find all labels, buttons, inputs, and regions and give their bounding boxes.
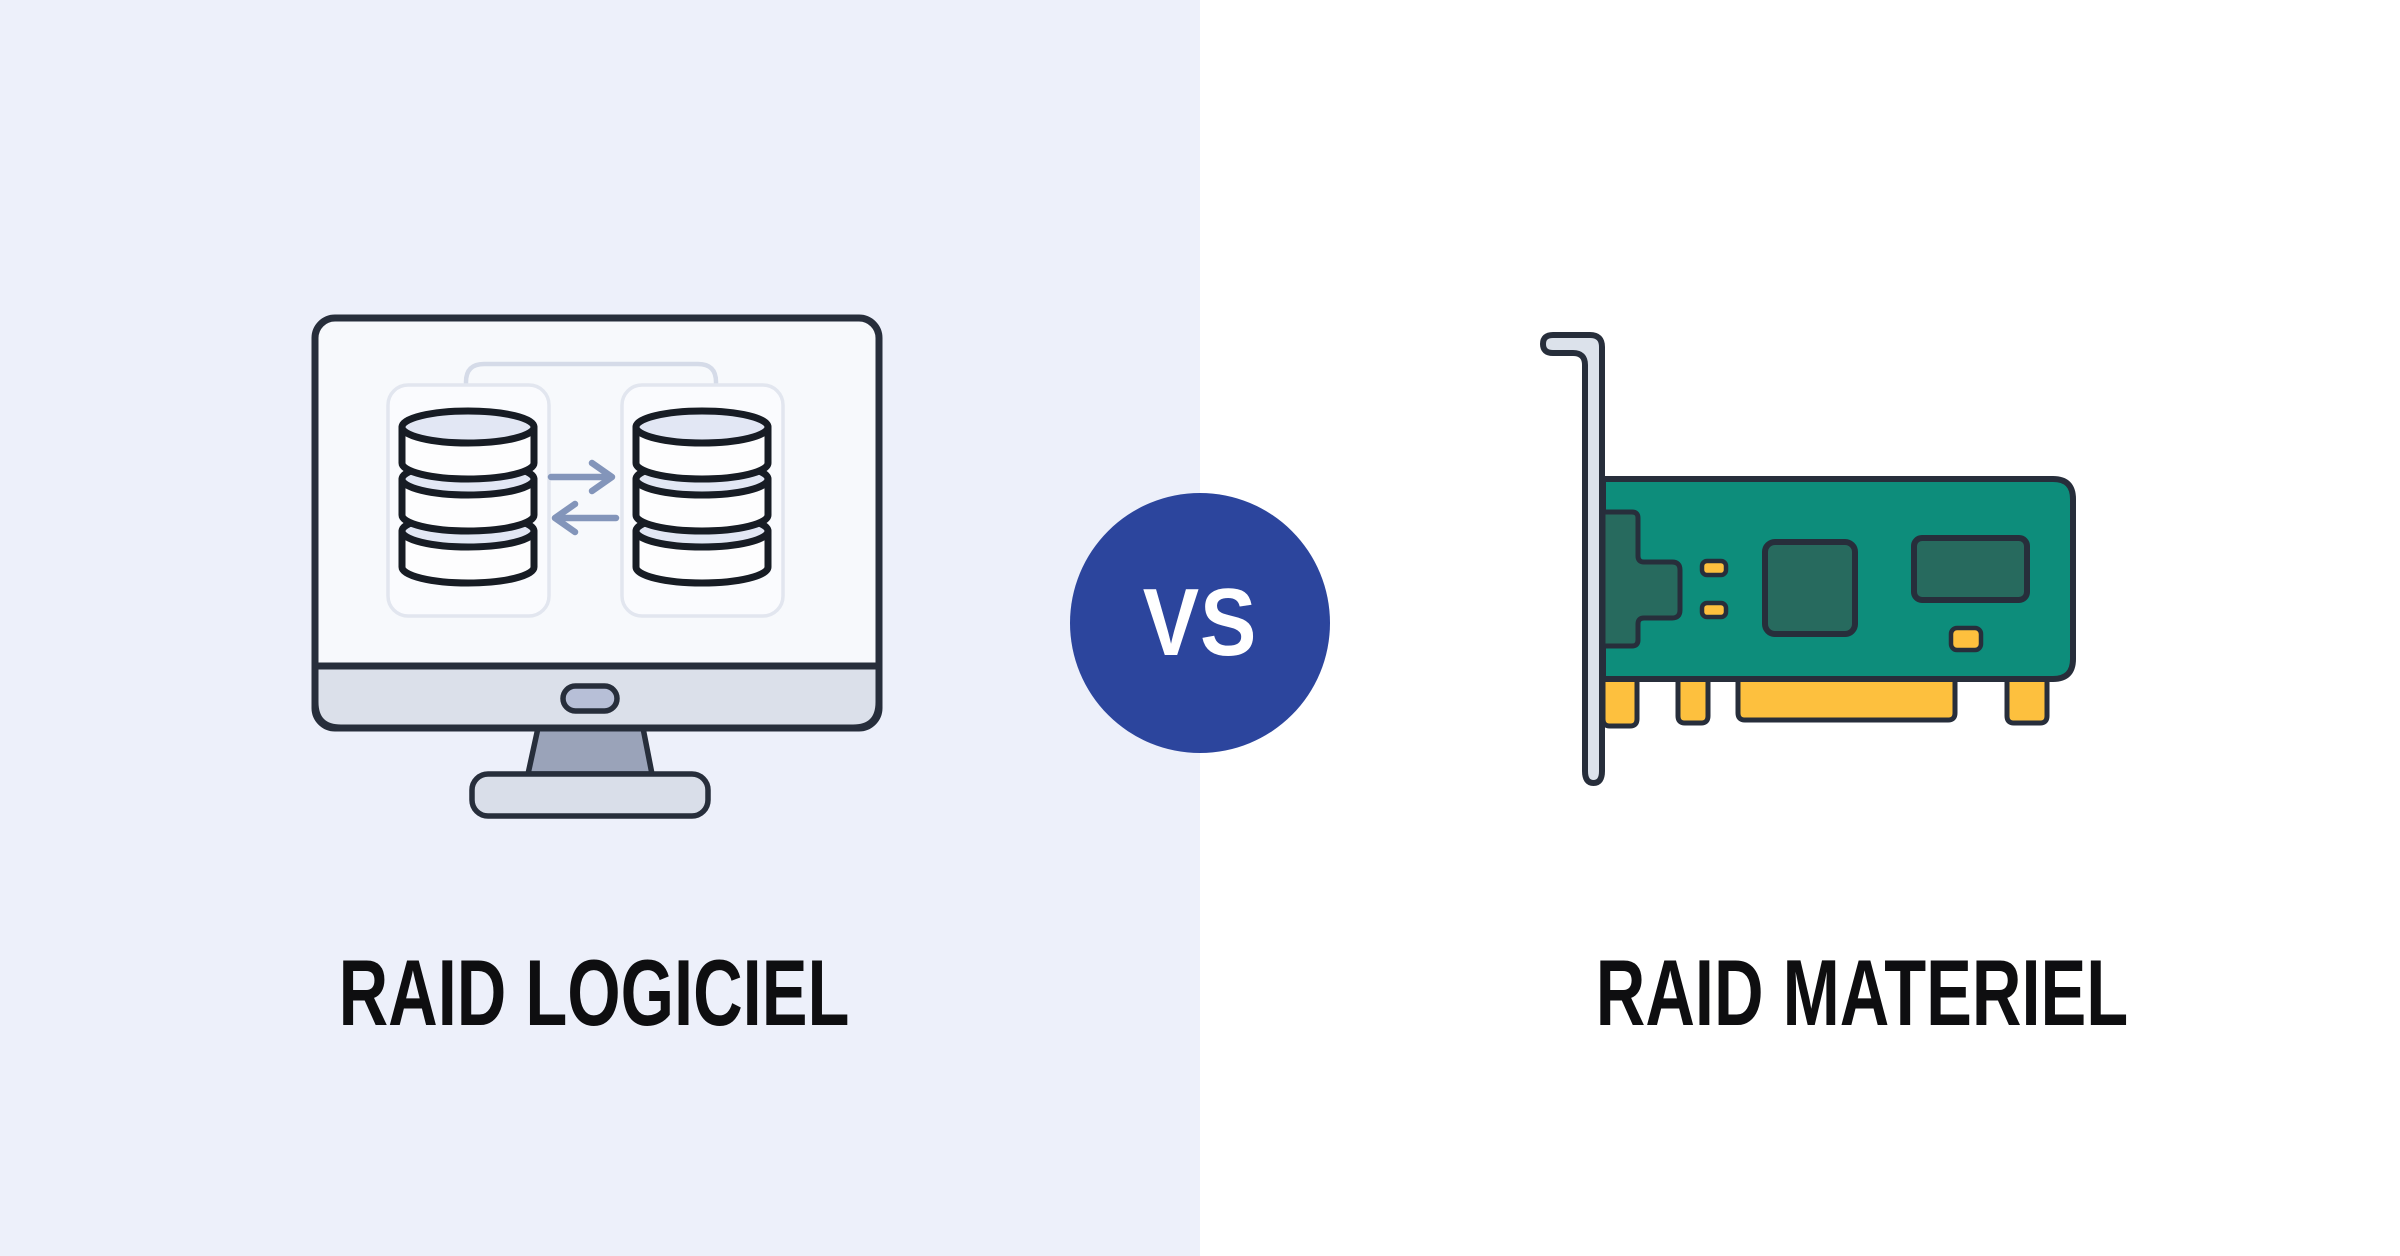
database-stack-left-icon <box>398 407 538 587</box>
sync-arrows-icon <box>547 459 620 536</box>
pci-pins <box>1600 676 2050 729</box>
monitor-stand-base <box>469 771 711 819</box>
controller-chip <box>1762 539 1858 637</box>
hardware-raid-title: RAID MATERIEL <box>1595 940 2129 1045</box>
jumper-bottom <box>1699 600 1729 620</box>
mirror-group-frame <box>463 361 719 430</box>
port-connector <box>1600 509 1683 649</box>
monitor-logo-button <box>560 683 620 714</box>
vs-badge-label: VS <box>1142 569 1258 676</box>
jumper-top <box>1699 558 1729 578</box>
mounting-bracket <box>1539 332 1605 787</box>
monitor-stand-neck <box>524 725 656 777</box>
software-raid-title: RAID LOGICIEL <box>338 940 850 1045</box>
database-stack-right-icon <box>632 407 772 587</box>
battery-component <box>1948 625 1984 653</box>
cache-chip <box>1911 535 2030 603</box>
vs-badge: VS <box>1070 493 1330 753</box>
hardware-raid-controller-card-icon <box>1539 332 2076 787</box>
software-raid-monitor-icon <box>311 314 883 819</box>
